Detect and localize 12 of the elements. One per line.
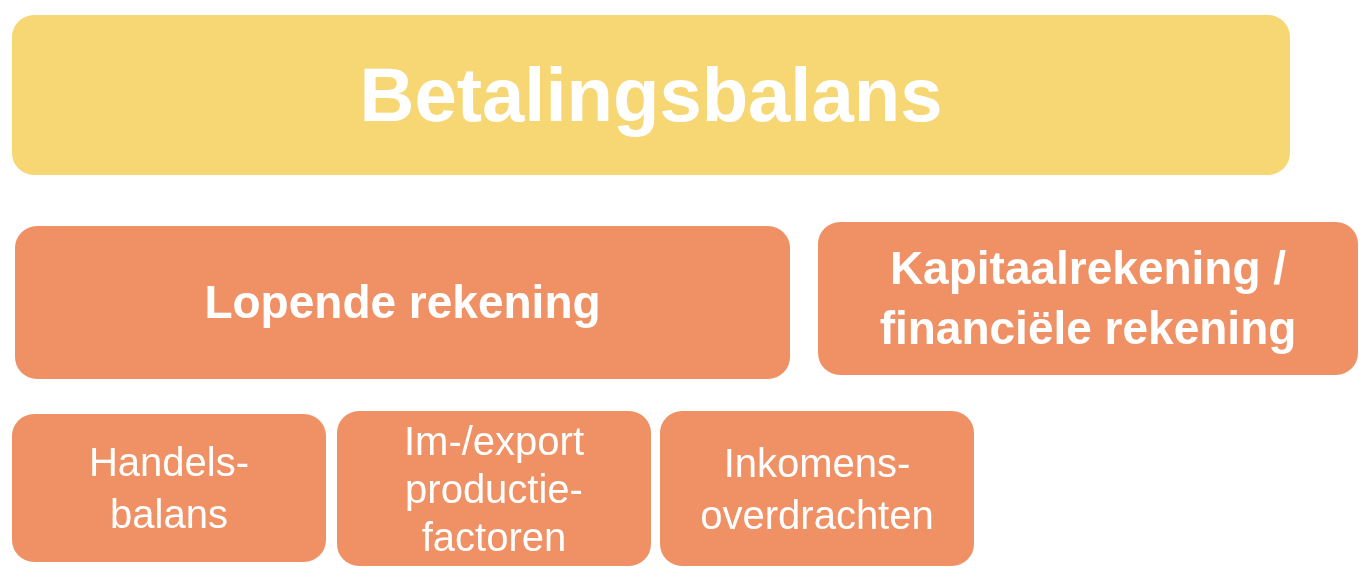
box-label: Inkomens- overdrachten — [699, 439, 935, 539]
subcategory-box — [12, 414, 326, 562]
box-label: Kapitaalrekening / financiële rekening — [878, 240, 1298, 356]
box-label: Im-/export productie- factoren — [402, 417, 585, 561]
title-box — [12, 15, 1290, 175]
subcategory-box — [660, 411, 974, 566]
box-label: Lopende rekening — [204, 274, 601, 330]
category-box — [15, 226, 790, 379]
category-box — [818, 222, 1358, 375]
box-label: Handels- balans — [87, 439, 251, 538]
box-label: Betalingsbalans — [359, 53, 943, 137]
subcategory-box — [337, 411, 651, 566]
